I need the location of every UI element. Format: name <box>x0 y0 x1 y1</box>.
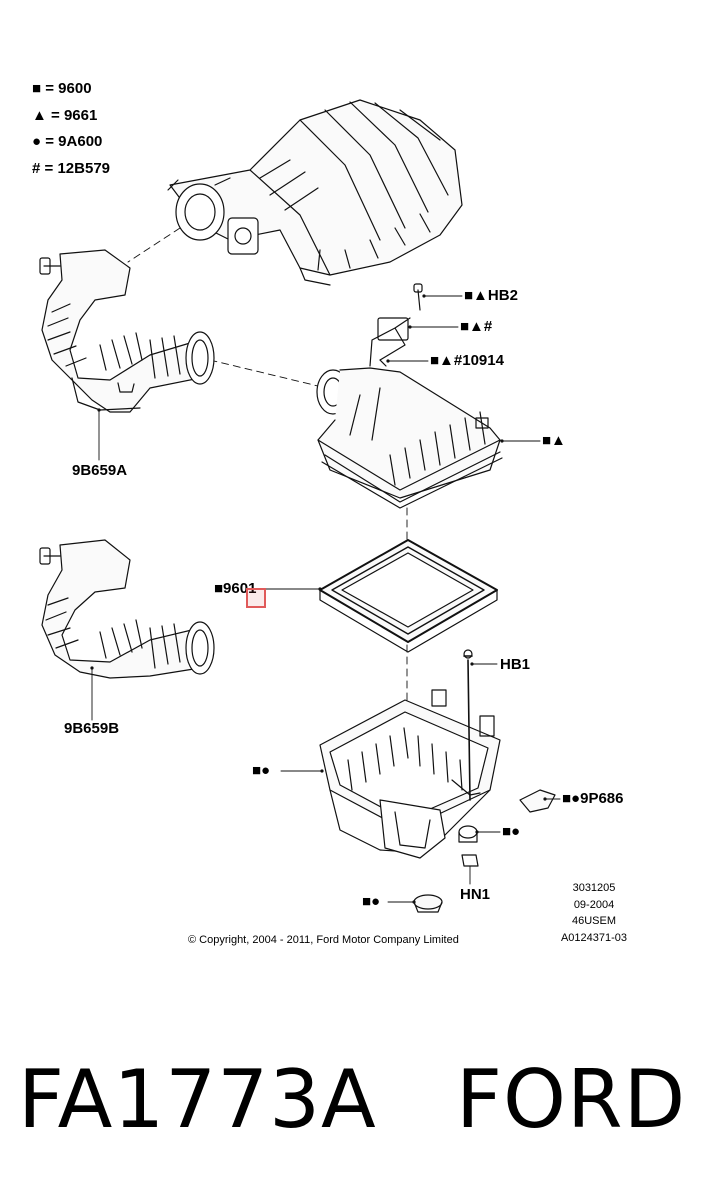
meta-line: 09-2004 <box>573 898 615 911</box>
callout-10914: ■▲#10914 <box>430 352 504 369</box>
callout-sensor: ■▲# <box>460 318 493 335</box>
legend-equals: = <box>51 106 60 124</box>
legend-code: 9600 <box>58 80 92 97</box>
legend-equals: = <box>45 133 54 150</box>
small-parts-drawing <box>413 789 556 913</box>
diagram-meta: 3031205 09-2004 46USEM A0124371-03 <box>545 880 643 946</box>
meta-line: 46USEM <box>571 915 617 927</box>
legend-equals: = <box>45 80 54 97</box>
air-cleaner-cover-drawing <box>316 283 503 509</box>
highlight-box <box>246 588 266 608</box>
legend-code: 9661 <box>63 106 98 124</box>
triangle-symbol-icon: ▲ <box>32 106 47 124</box>
callout-9b659b: 9B659B <box>64 720 120 737</box>
intake-tube-a-drawing <box>39 249 215 413</box>
callout-9b659a: 9B659A <box>72 462 128 479</box>
air-cleaner-tray-drawing <box>319 649 501 859</box>
square-symbol-icon: ■ <box>32 80 42 97</box>
air-filter-drawing <box>319 539 498 653</box>
meta-line: 3031205 <box>572 882 616 894</box>
callout-foot: ■● <box>362 893 381 910</box>
callout-9p686: ■●9P686 <box>562 790 624 807</box>
callout-9601: ■9601 <box>214 580 257 597</box>
callout-tray: ■● <box>252 762 271 779</box>
copyright-text: © Copyright, 2004 - 2011, Ford Motor Com… <box>188 934 459 946</box>
legend-row: ● = 9A600 <box>32 129 110 156</box>
brand-name: FORD <box>456 1053 687 1146</box>
callout-cover: ■▲ <box>542 432 566 449</box>
legend-equals: = <box>44 159 54 177</box>
part-number: FA1773A <box>18 1053 377 1146</box>
callout-hb1: HB1 <box>500 656 531 673</box>
hash-symbol-icon: # <box>32 159 41 177</box>
legend: ■ = 9600 ▲ = 9661 ● = 9A600 # = 12B579 <box>32 76 110 182</box>
callout-hn1: HN1 <box>460 886 491 903</box>
legend-code: 12B579 <box>57 159 110 177</box>
intake-manifold-drawing <box>167 99 463 286</box>
intake-tube-b-drawing <box>39 539 215 679</box>
legend-row: ■ = 9600 <box>32 76 110 103</box>
legend-row: # = 12B579 <box>32 156 110 183</box>
callout-hb2: ■▲HB2 <box>464 287 518 304</box>
meta-line: A0124371-03 <box>560 931 628 944</box>
legend-code: 9A600 <box>58 133 103 150</box>
bottom-title: FA1773A FORD <box>18 1050 686 1150</box>
callout-grommet: ■● <box>502 823 521 840</box>
legend-row: ▲ = 9661 <box>32 103 110 130</box>
callout-lines <box>91 295 561 903</box>
circle-symbol-icon: ● <box>32 133 42 150</box>
